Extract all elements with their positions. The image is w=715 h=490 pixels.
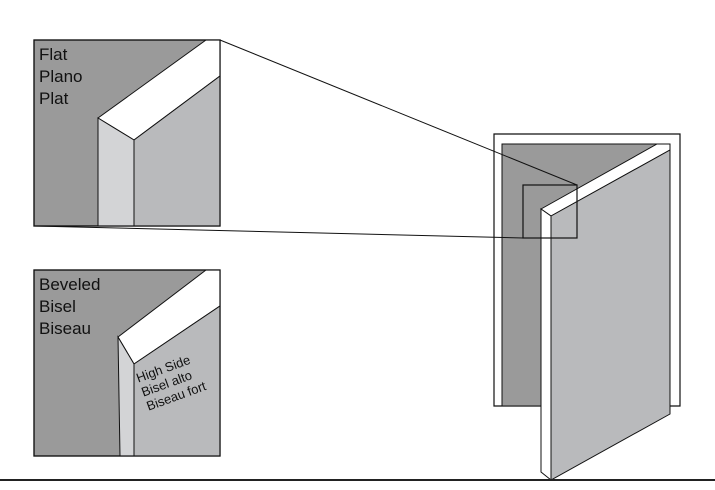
door-frame-illustration bbox=[493, 133, 681, 482]
callout-line-top bbox=[219, 39, 578, 186]
flat-label-es: Plano bbox=[39, 67, 82, 86]
beveled-label-fr: Biseau bbox=[39, 319, 91, 338]
door-edge bbox=[540, 208, 552, 482]
door-leaf bbox=[550, 149, 671, 481]
beveled-label-en: Beveled bbox=[39, 275, 100, 294]
flat-label-fr: Plat bbox=[39, 89, 69, 108]
flat-label-en: Flat bbox=[39, 45, 68, 64]
flat-inset-panel: Flat Plano Plat bbox=[33, 39, 221, 227]
bottom-rule bbox=[0, 479, 715, 481]
zoom-highlight-box bbox=[522, 184, 578, 239]
beveled-inset-panel: Beveled Bisel Biseau High Side Bisel alt… bbox=[33, 269, 221, 457]
callout-line-bottom bbox=[33, 225, 524, 239]
callout-lines bbox=[33, 39, 578, 239]
beveled-label-es: Bisel bbox=[39, 297, 76, 316]
